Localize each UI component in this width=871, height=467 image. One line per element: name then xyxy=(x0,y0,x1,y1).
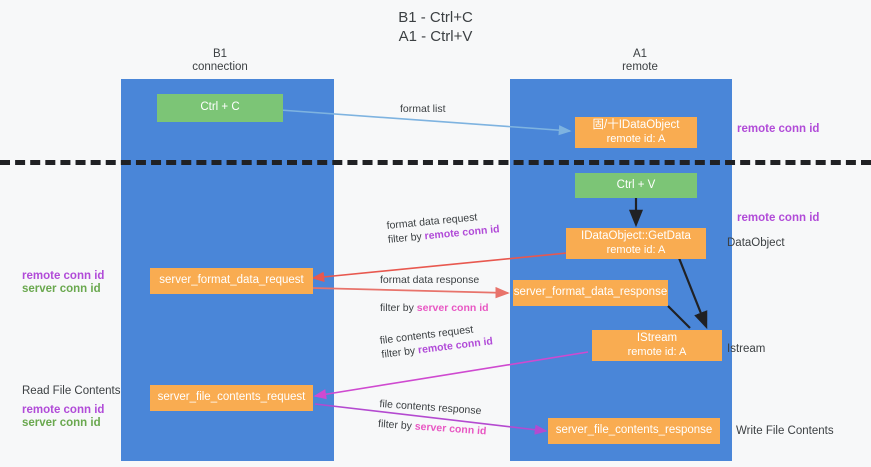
node-istream-line2: remote id: A xyxy=(627,345,687,358)
filter-by-prefix: filter by xyxy=(387,230,426,246)
node-istream[interactable]: IStream remote id: A xyxy=(592,330,722,361)
annotation-remote-conn-id-mid: remote conn id xyxy=(737,212,820,224)
edge-label-file-contents-response: file contents response filter by server … xyxy=(378,397,489,438)
filter-by-prefix-3: filter by xyxy=(380,344,419,361)
node-getdata-line2: remote id: A xyxy=(606,243,666,256)
server-conn-id-highlight: server conn id xyxy=(416,302,489,314)
annotation-read-file-contents: Read File Contents xyxy=(22,385,121,397)
node-server-format-data-request[interactable]: server_format_data_request xyxy=(150,268,313,294)
edge-label-format-data-request: format data request filter by remote con… xyxy=(386,208,500,247)
edge-label-format-data-response-line2: filter by server conn id xyxy=(380,301,489,315)
edge-label-format-list: format list xyxy=(400,103,446,115)
annotation-left-server-conn-id-2: server conn id xyxy=(22,417,101,429)
node-server-format-data-response[interactable]: server_format_data_response xyxy=(513,280,668,306)
annotation-left-remote-conn-id-2: remote conn id xyxy=(22,404,105,416)
phase-divider xyxy=(0,160,871,165)
annotation-write-file-contents: Write File Contents xyxy=(736,425,834,437)
column-header-b1: B1 connection xyxy=(192,48,248,73)
annotation-left-server-conn-id: server conn id xyxy=(22,283,101,295)
node-server-file-contents-response[interactable]: server_file_contents_response xyxy=(548,418,720,444)
edge-label-file-contents-request: file contents request filter by remote c… xyxy=(379,320,494,361)
node-ctrl-v-label: Ctrl + V xyxy=(616,178,656,191)
node-server-file-contents-response-label: server_file_contents_response xyxy=(555,424,713,437)
server-conn-id-highlight-2: server conn id xyxy=(414,420,487,438)
filter-by-prefix-2: filter by xyxy=(380,302,417,314)
node-ctrl-c[interactable]: Ctrl + C xyxy=(157,94,283,122)
node-idataobject-getdata[interactable]: IDataObject::GetData remote id: A xyxy=(566,228,706,259)
edge-label-format-data-response: format data response filter by server co… xyxy=(380,273,489,315)
node-idataobject-line2: remote id: A xyxy=(606,132,666,145)
annotation-remote-conn-id-top: remote conn id xyxy=(737,123,820,135)
filter-by-prefix-4: filter by xyxy=(377,417,416,433)
node-server-format-data-response-label: server_format_data_response xyxy=(513,286,668,299)
annotation-left-remote-conn-id: remote conn id xyxy=(22,270,105,282)
column-header-a1: A1 remote xyxy=(622,48,658,73)
diagram-title: B1 - Ctrl+C A1 - Ctrl+V xyxy=(398,9,473,45)
annotation-istream: Istream xyxy=(727,343,766,355)
edge-label-file-contents-response-line2: filter by server conn id xyxy=(378,417,487,439)
annotation-dataobject: DataObject xyxy=(727,237,785,249)
node-ctrl-v[interactable]: Ctrl + V xyxy=(575,173,697,198)
edge-label-format-data-response-line1: format data response xyxy=(380,274,480,286)
node-idataobject-line1: 固/十IDataObject xyxy=(592,119,680,131)
node-server-format-data-request-label: server_format_data_request xyxy=(159,274,304,287)
node-server-file-contents-request[interactable]: server_file_contents_request xyxy=(150,385,313,411)
node-ctrl-c-label: Ctrl + C xyxy=(200,101,240,114)
node-idataobject[interactable]: 固/十IDataObject remote id: A xyxy=(575,117,697,148)
node-server-file-contents-request-label: server_file_contents_request xyxy=(157,391,306,404)
edge-label-file-contents-response-line1: file contents response xyxy=(379,397,482,418)
node-getdata-line1: IDataObject::GetData xyxy=(581,230,691,242)
node-istream-line1: IStream xyxy=(636,332,678,344)
